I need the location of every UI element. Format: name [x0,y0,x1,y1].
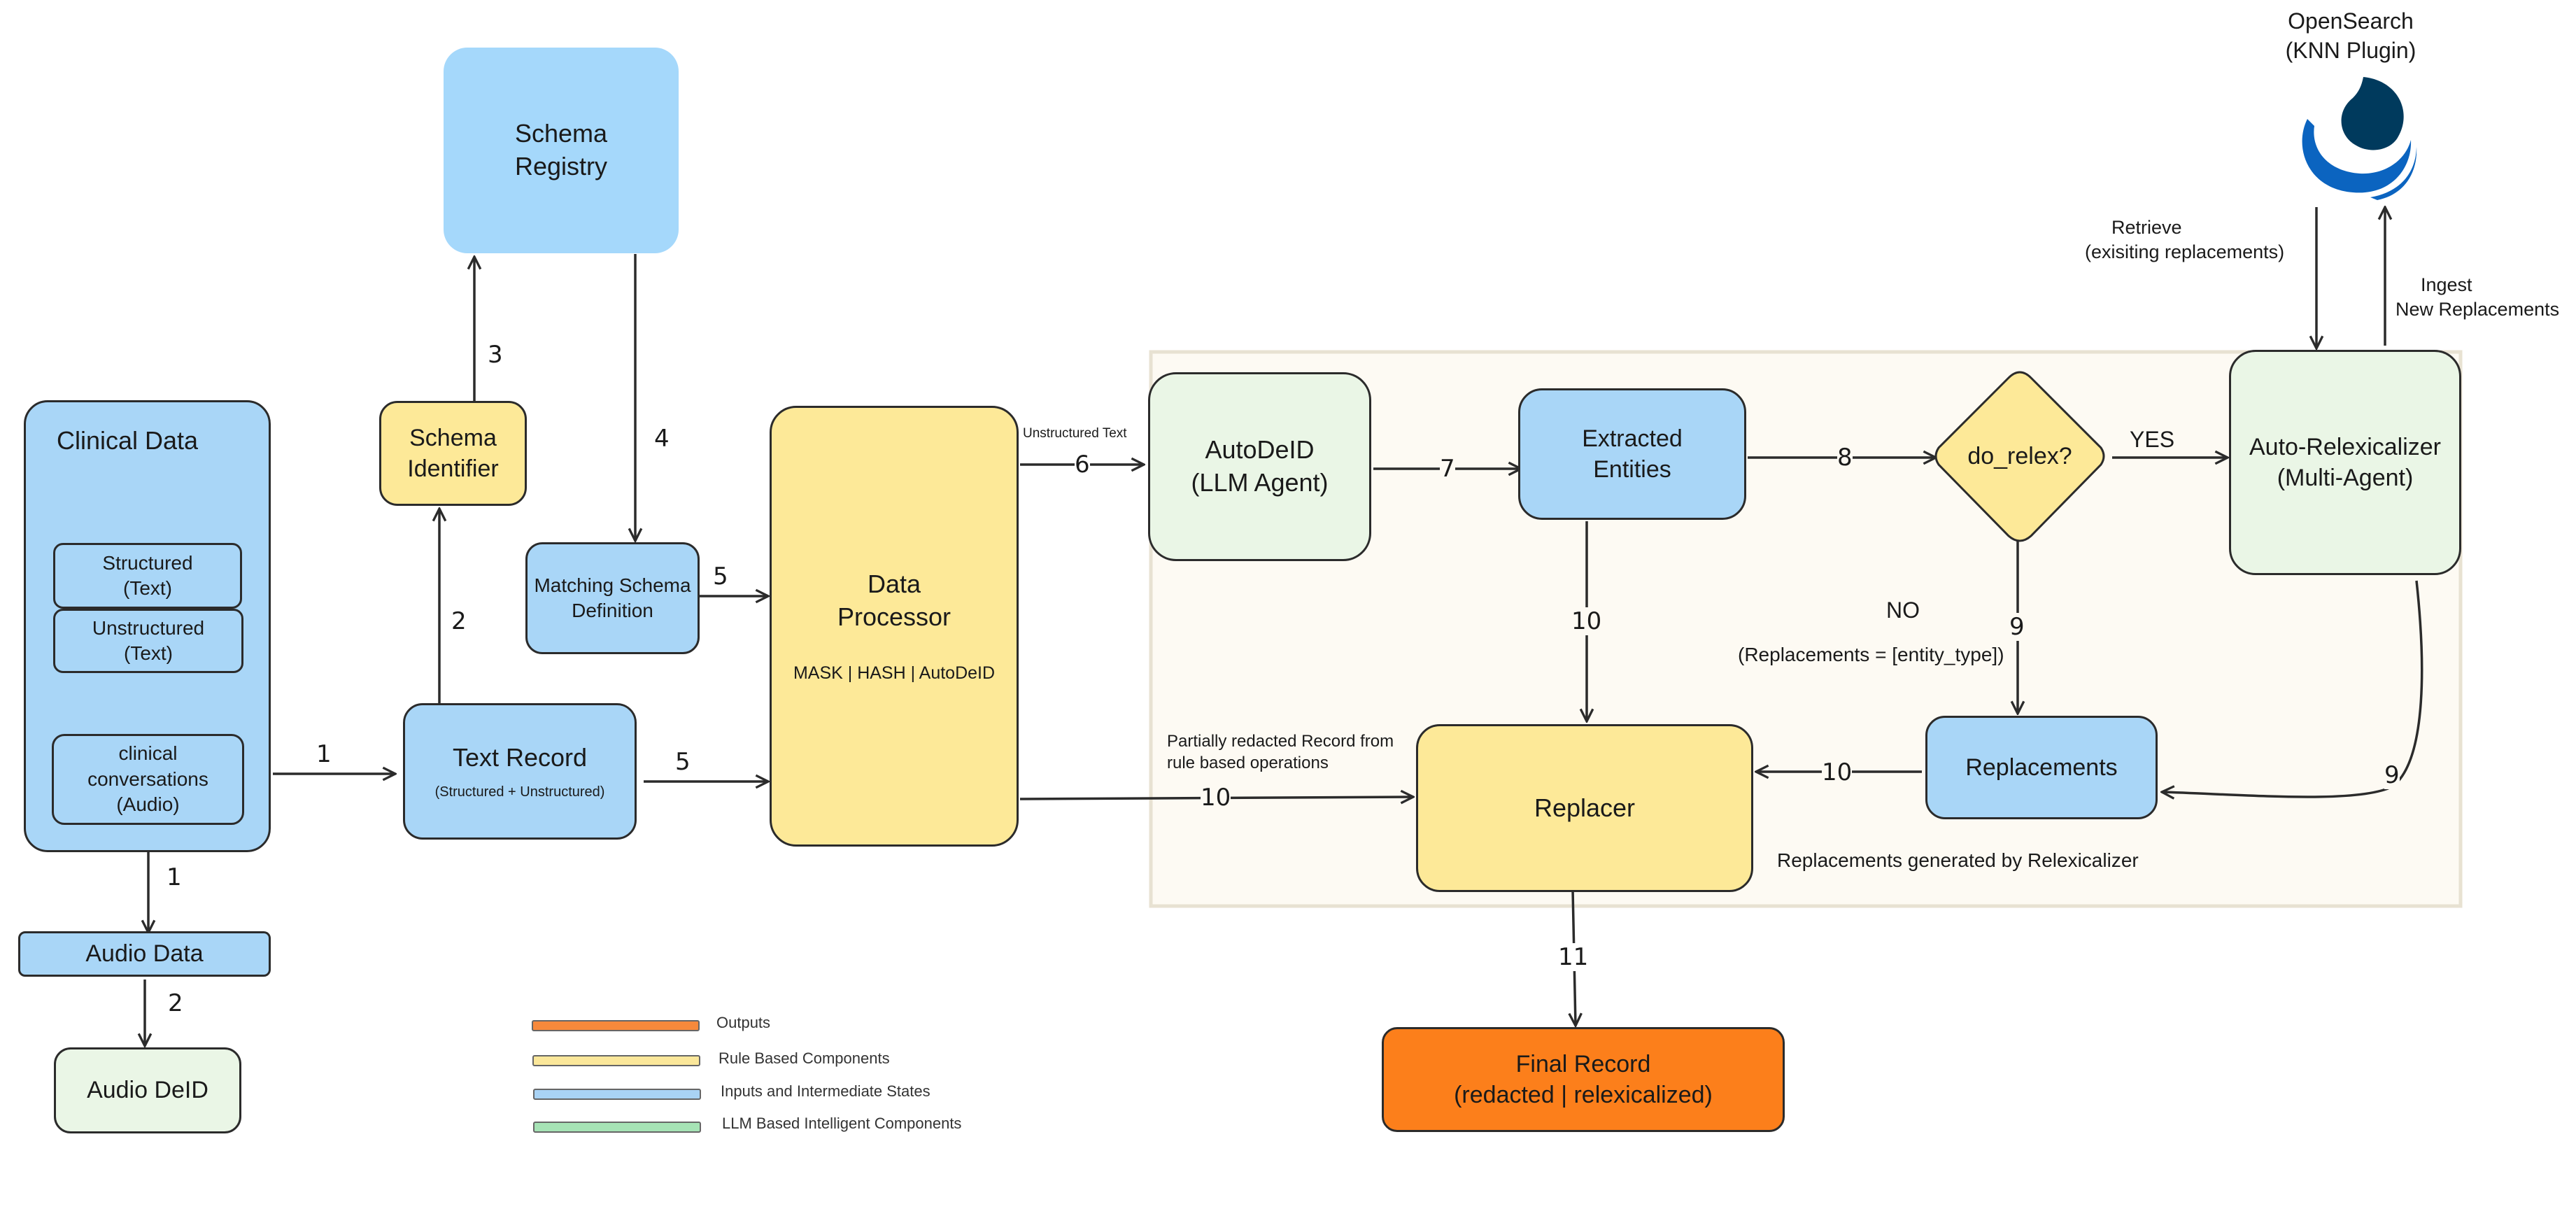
clinical-data-title: Clinical Data [57,426,199,455]
partial-line2: rule based operations [1167,754,1329,773]
schema-identifier-line1: Schema [409,424,497,451]
relexicalizer-line1: Auto-Relexicalizer [2249,433,2441,460]
partial-line1: Partially redacted Record from [1167,732,1394,751]
legend-label-rule: Rule Based Components [719,1049,890,1067]
text-record-subtitle: (Structured + Unstructured) [434,784,605,800]
edge-number-identifier-to-registry: 3 [488,341,503,369]
legend-swatch-inputs [533,1089,701,1100]
edge-number-replacer-to-final: 11 [1558,943,1589,971]
replacer-label: Replacer [1534,793,1636,822]
retrieve-line2: (exisiting replacements) [2085,241,2285,263]
edge-number-relex-to-replacements: 9 [2009,613,2025,641]
data-processor-line2: Processor [837,602,951,631]
audio-deid-node: Audio DeID [54,1047,241,1133]
legend-label-llm: LLM Based Intelligent Components [722,1115,962,1132]
yes-label: YES [2130,427,2175,452]
extracted-line1: Extracted [1582,425,1683,452]
data-processor-ops: MASK | HASH | AutoDeID [793,663,996,683]
replacements-label: Replacements [1965,754,2118,781]
do-relex-label: do_relex? [1967,443,2072,469]
edge-number-extracted-to-replacer: 10 [1571,607,1602,635]
opensearch-title: OpenSearch (KNN Plugin) [2239,7,2463,65]
autodeid-line1: AutoDeID [1205,435,1315,465]
final-record-line2: (redacted | relexicalized) [1454,1082,1713,1108]
text-record-node: Text Record (Structured + Unstructured) [403,703,637,840]
opensearch-line1: OpenSearch [2288,8,2414,34]
conversations-line2: conversations [87,768,208,790]
schema-registry-node: Schema Registry [444,48,679,253]
unstructured-text-node: Unstructured (Text) [53,609,243,673]
audio-deid-label: Audio DeID [87,1077,208,1104]
schema-registry-line2: Registry [514,152,608,181]
legend-label-outputs: Outputs [716,1014,771,1031]
schema-identifier-line2: Identifier [407,455,499,482]
edge-number-processor-to-replacer: 10 [1201,784,1231,812]
do-relex-diamond [1934,371,2105,542]
replacements-node: Replacements [1925,716,2158,819]
unstructured-line2: (Text) [124,642,173,664]
no-detail-label: (Replacements = [entity_type]) [1738,644,2004,665]
partial-record-annotation: Partially redacted Record from rule base… [1167,730,1394,774]
clinical-conversations-node: clinical conversations (Audio) [52,734,244,825]
matching-schema-line1: Matching Schema [534,574,691,596]
unstructured-line1: Unstructured [92,616,205,639]
structured-line1: Structured [102,551,193,574]
matching-schema-line2: Definition [572,600,653,621]
final-record-line1: Final Record [1515,1050,1651,1077]
structured-line2: (Text) [123,577,172,599]
opensearch-line2: (KNN Plugin) [2285,37,2416,63]
edge-number-matching-to-processor: 5 [713,563,728,591]
matching-schema-node: Matching Schema Definition [525,542,700,654]
final-record-node: Final Record (redacted | relexicalized) [1382,1027,1785,1132]
audio-data-label: Audio Data [85,940,204,968]
structured-text-node: Structured (Text) [53,543,242,609]
autodeid-node: AutoDeID (LLM Agent) [1148,372,1371,561]
legend-swatch-llm [533,1122,701,1133]
generated-by-label: Replacements generated by Relexicalizer [1777,849,2139,871]
legend-swatch-outputs [532,1020,700,1031]
no-label: NO [1886,598,1920,623]
ingest-annotation: Ingest New Replacements [2395,273,2559,322]
legend-swatch-rule [532,1055,700,1066]
edge-number-registry-to-matching: 4 [654,425,670,453]
conversations-line3: (Audio) [116,793,180,816]
data-processor-node: Data Processor MASK | HASH | AutoDeID [770,406,1019,847]
edge-number-autodeid-to-extracted: 7 [1440,455,1455,483]
retrieve-annotation: Retrieve (exisiting replacements) [2085,215,2284,264]
opensearch-logo-icon [2302,77,2417,200]
data-processor-line1: Data [867,569,921,598]
autodeid-line2: (LLM Agent) [1191,468,1329,497]
schema-identifier-node: Schema Identifier [379,401,527,506]
replacer-node: Replacer [1416,724,1753,892]
edge-number-text-to-identifier: 2 [451,607,467,635]
edge-number-cd-to-audio: 1 [167,863,182,891]
edge-number-text-to-processor: 5 [675,748,691,776]
schema-registry-line1: Schema [514,119,608,148]
text-record-title: Text Record [452,743,588,772]
conversations-line1: clinical [118,742,178,765]
legend-label-inputs: Inputs and Intermediate States [721,1082,930,1100]
edge-number-relexicalizer-to-replacements: 9 [2384,761,2400,789]
extracted-line2: Entities [1593,456,1671,483]
edge-number-cd-to-text: 1 [316,740,332,768]
unstructured-text-annotation: Unstructured Text [1023,426,1127,441]
retrieve-line1: Retrieve [2111,217,2182,238]
edge-number-extracted-to-relex: 8 [1837,444,1853,472]
relexicalizer-line2: (Multi-Agent) [2277,465,2414,491]
edge-number-replacements-to-replacer: 10 [1822,758,1853,786]
ingest-line2: New Replacements [2395,299,2560,320]
edge-number-processor-to-autodeid: 6 [1075,451,1090,479]
auto-relexicalizer-node: Auto-Relexicalizer (Multi-Agent) [2229,350,2461,575]
audio-data-node: Audio Data [18,931,271,977]
edge-number-audio-to-deid: 2 [168,989,183,1017]
ingest-line1: Ingest [2421,274,2472,295]
extracted-entities-node: Extracted Entities [1518,388,1746,520]
